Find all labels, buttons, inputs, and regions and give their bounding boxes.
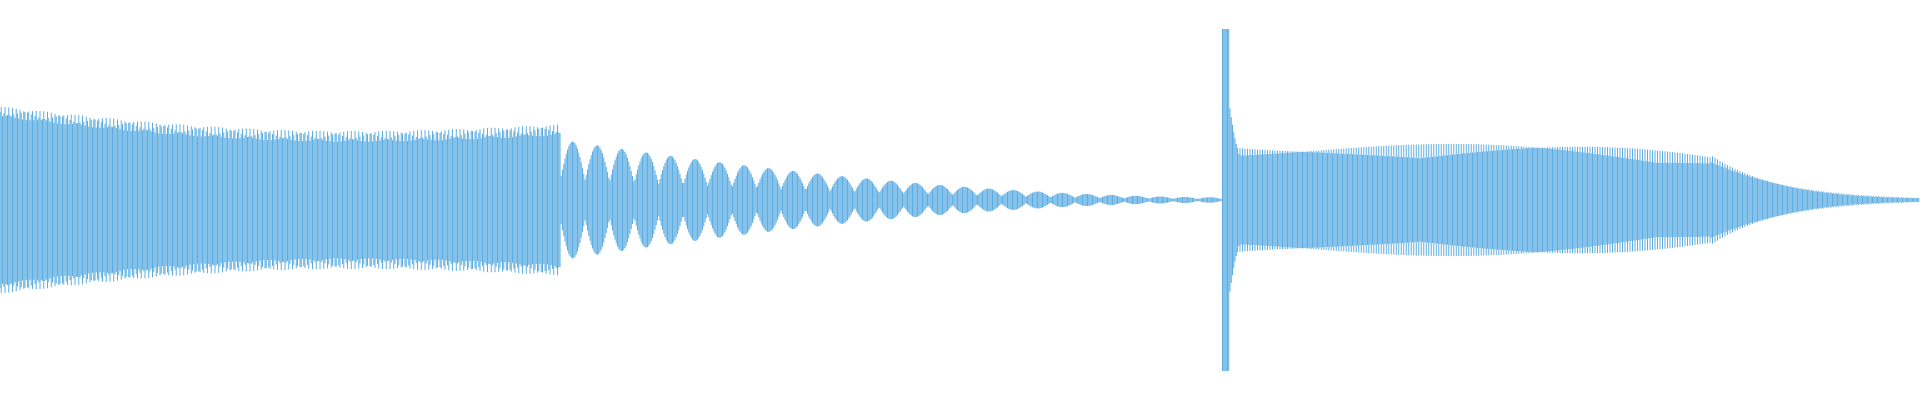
waveform-lines bbox=[0, 29, 1920, 371]
